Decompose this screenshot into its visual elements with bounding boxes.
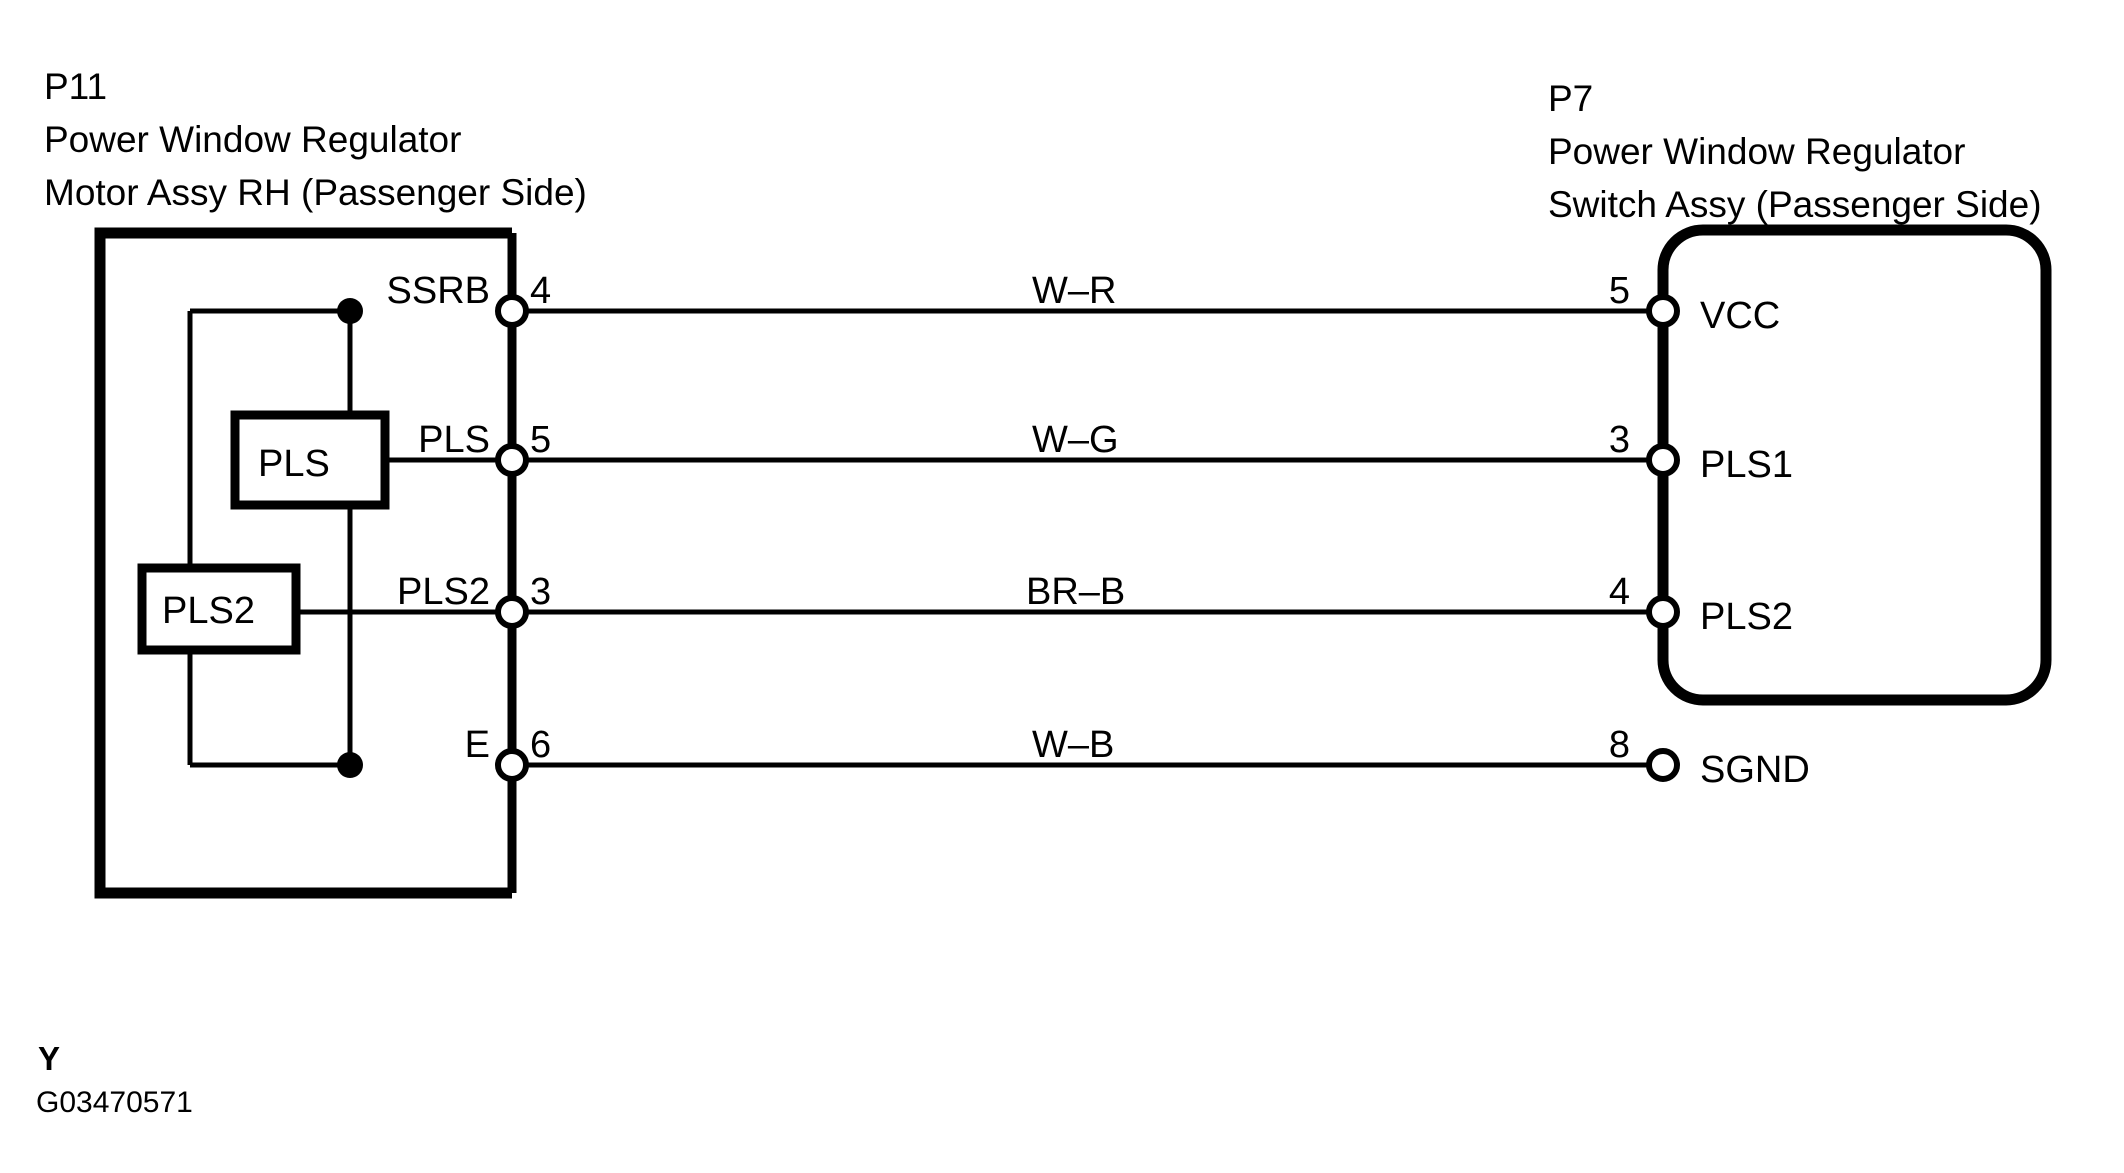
left-terminal-signal-ssrb: SSRB <box>386 270 490 312</box>
left-terminal-circle-4 <box>495 294 529 328</box>
right-terminal-signal-vcc: VCC <box>1700 295 1781 337</box>
right-terminal-circle-8 <box>1646 748 1680 782</box>
left-terminal-signal-pls2: PLS2 <box>397 571 490 613</box>
right-connector-name-line2: Switch Assy (Passenger Side) <box>1548 184 2042 225</box>
harness-wires <box>512 308 1663 768</box>
footer-figure-code: G03470571 <box>36 1086 193 1119</box>
pls2-component-label: PLS2 <box>162 590 255 632</box>
left-terminal-pin-6: 6 <box>530 724 552 766</box>
left-terminal-pin-4: 4 <box>530 270 552 312</box>
pls2-component-box <box>137 563 301 655</box>
right-terminal-signal-sgnd: SGND <box>1700 749 1810 791</box>
left-terminal-circle-3 <box>495 595 529 629</box>
left-connector-name-line2: Motor Assy RH (Passenger Side) <box>44 172 587 213</box>
right-terminal-circle-4 <box>1646 595 1680 629</box>
left-terminal-signal-e: E <box>464 724 490 766</box>
right-connector-header: P7 Power Window Regulator Switch Assy (P… <box>1548 72 2042 231</box>
right-terminal-pin-4: 4 <box>1608 571 1630 613</box>
left-terminal-circle-5 <box>495 443 529 477</box>
footer-marker: Y <box>38 1040 61 1077</box>
right-terminal-pin-3: 3 <box>1608 419 1630 461</box>
left-terminal-pin-5: 5 <box>530 419 552 461</box>
wire-label-w-r: W–R <box>1032 270 1117 312</box>
right-terminal-circle-3 <box>1646 443 1680 477</box>
pls-component-box <box>230 410 390 510</box>
right-terminal-signal-pls1: PLS1 <box>1700 444 1793 486</box>
junction-dot-e <box>337 752 363 778</box>
left-connector-header: P11 Power Window Regulator Motor Assy RH… <box>44 60 587 219</box>
left-connector-name-line1: Power Window Regulator <box>44 119 462 160</box>
left-terminal-pin-3: 3 <box>530 571 552 613</box>
right-terminal-circle-5 <box>1646 294 1680 328</box>
wire-label-br-b: BR–B <box>1026 571 1126 613</box>
left-terminal-signal-pls: PLS <box>418 419 490 461</box>
right-connector-name-line1: Power Window Regulator <box>1548 131 1966 172</box>
pls-component-label: PLS <box>258 443 330 485</box>
terminal-circles <box>495 294 1680 782</box>
left-connector-body <box>94 227 517 899</box>
wire-label-w-b: W–B <box>1032 724 1115 766</box>
wire-label-w-g: W–G <box>1032 419 1119 461</box>
right-terminal-pin-5: 5 <box>1608 270 1630 312</box>
left-terminal-circle-6 <box>495 748 529 782</box>
right-terminal-signal-pls2: PLS2 <box>1700 596 1793 638</box>
right-terminal-pin-8: 8 <box>1608 724 1630 766</box>
left-connector-id: P11 <box>44 66 108 107</box>
left-connector-internal-wiring <box>137 298 512 778</box>
right-connector-id: P7 <box>1548 78 1594 119</box>
junction-dot-ssrb <box>337 298 363 324</box>
